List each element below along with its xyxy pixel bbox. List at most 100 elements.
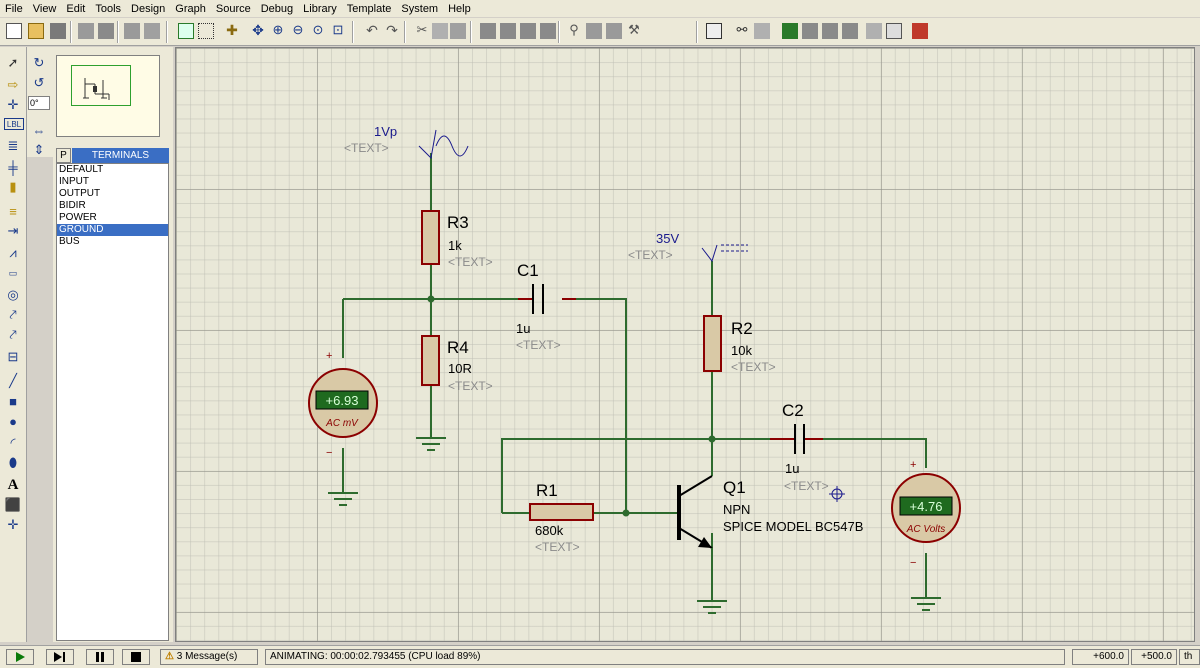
resistor-r2[interactable]: R2 10k <TEXT>	[703, 315, 776, 374]
refresh-icon[interactable]	[178, 23, 194, 39]
source-1vp[interactable]: 1Vp <TEXT>	[344, 124, 469, 160]
terminals-mode-icon[interactable]: ≡	[9, 203, 17, 219]
mirror-horizontal-icon[interactable]: ⇔	[32, 122, 46, 138]
box-icon[interactable]: ■	[9, 393, 17, 409]
wire-label-icon[interactable]: LBL	[4, 118, 24, 130]
terminal-item-power[interactable]: POWER	[59, 212, 97, 223]
virtual-instruments-icon[interactable]: ⊟	[7, 349, 19, 364]
ac-voltmeter[interactable]: +4.76 AC Volts + −	[891, 459, 961, 569]
netlist-icon[interactable]	[782, 23, 798, 39]
schematic-canvas[interactable]: 1Vp <TEXT> R3 1k <TEXT> R4 10R <TEXT> C1…	[175, 47, 1195, 642]
redo-icon[interactable]: ↷	[386, 22, 398, 38]
search-tag-icon[interactable]: ⚯	[736, 22, 748, 37]
new-sheet-icon[interactable]	[822, 23, 838, 39]
path-icon[interactable]: ⬮	[8, 455, 18, 470]
pause-button[interactable]	[86, 649, 114, 665]
packaging-icon[interactable]	[606, 23, 622, 39]
pick-devices-button[interactable]: P	[56, 148, 71, 163]
bus-icon[interactable]: ╪	[8, 159, 18, 175]
tape-recorder-icon[interactable]: ▭	[8, 267, 18, 278]
export-icon[interactable]	[98, 23, 114, 39]
text-icon[interactable]: A	[7, 476, 19, 493]
copy-icon[interactable]	[432, 23, 448, 39]
pick-device-icon[interactable]: ⚲	[569, 22, 579, 37]
resistor-r1[interactable]: R1 680k <TEXT>	[529, 481, 594, 554]
design-explorer-icon[interactable]	[802, 23, 818, 39]
rotate-anticlockwise-icon[interactable]: ↺	[33, 75, 45, 90]
electrical-rule-check-icon[interactable]	[886, 23, 902, 39]
terminal-item-bidir[interactable]: BIDIR	[59, 200, 86, 211]
selection-mode-icon[interactable]: ➚	[7, 55, 19, 70]
menu-library[interactable]: Library	[303, 2, 337, 15]
decompose-icon[interactable]: ⚒	[628, 22, 640, 37]
source-35v[interactable]: 35V <TEXT>	[628, 231, 748, 263]
new-file-icon[interactable]	[6, 23, 22, 39]
pan-icon[interactable]: ✥	[252, 22, 264, 38]
bill-of-materials-icon[interactable]	[866, 23, 882, 39]
messages-box[interactable]: ⚠ 3 Message(s)	[160, 649, 258, 665]
undo-icon[interactable]: ↶	[366, 22, 378, 38]
cut-icon[interactable]: ✂	[416, 22, 428, 37]
play-button[interactable]	[6, 649, 34, 665]
menu-graph[interactable]: Graph	[175, 2, 206, 15]
grid-icon[interactable]	[198, 23, 214, 39]
subcircuit-icon[interactable]: ▮	[9, 179, 17, 194]
menu-template[interactable]: Template	[346, 2, 392, 15]
block-rotate-icon[interactable]	[520, 23, 536, 39]
capacitor-c1[interactable]: C1 1u <TEXT>	[516, 261, 576, 352]
step-button[interactable]	[46, 649, 74, 665]
arc-icon[interactable]: ◜	[10, 435, 16, 450]
mirror-vertical-icon[interactable]: ⇕	[33, 142, 45, 157]
overview-viewport[interactable]	[71, 65, 131, 106]
save-icon[interactable]	[50, 23, 66, 39]
terminal-item-bus[interactable]: BUS	[59, 236, 80, 247]
block-move-icon[interactable]	[500, 23, 516, 39]
open-folder-icon[interactable]	[28, 23, 44, 39]
component-mode-icon[interactable]: ⇨	[7, 77, 19, 92]
zoom-in-icon[interactable]: ⊕	[272, 22, 284, 37]
paste-icon[interactable]	[450, 23, 466, 39]
wire-autorouter-icon[interactable]	[706, 23, 722, 39]
marker-icon[interactable]: ✛	[7, 517, 19, 532]
make-device-icon[interactable]	[586, 23, 602, 39]
capacitor-c2[interactable]: C2 1u <TEXT>	[770, 401, 829, 493]
menu-source[interactable]: Source	[215, 2, 251, 15]
circle-icon[interactable]: ●	[9, 413, 17, 429]
menu-debug[interactable]: Debug	[260, 2, 294, 15]
ares-icon[interactable]	[912, 23, 928, 39]
property-assign-icon[interactable]	[754, 23, 770, 39]
overview-window[interactable]	[56, 55, 160, 137]
rotate-clockwise-icon[interactable]: ↻	[33, 55, 45, 70]
rotation-angle-input[interactable]: 0°	[28, 96, 50, 110]
schematic-drawing[interactable]: 1Vp <TEXT> R3 1k <TEXT> R4 10R <TEXT> C1…	[176, 48, 1194, 641]
voltage-probe-icon[interactable]: ⤤	[9, 307, 17, 322]
generator-mode-icon[interactable]: ◎	[7, 287, 19, 302]
remove-sheet-icon[interactable]	[842, 23, 858, 39]
symbol-icon[interactable]: ⬛	[4, 497, 22, 512]
menu-edit[interactable]: Edit	[66, 2, 86, 15]
menu-design[interactable]: Design	[131, 2, 166, 15]
line-icon[interactable]: ╱	[9, 373, 17, 388]
menu-file[interactable]: File	[5, 2, 23, 15]
terminal-item-output[interactable]: OUTPUT	[59, 188, 101, 199]
junction-dot-icon[interactable]: ✛	[7, 97, 19, 112]
terminal-item-input[interactable]: INPUT	[59, 176, 89, 187]
menu-tools[interactable]: Tools	[95, 2, 122, 15]
stop-button[interactable]	[122, 649, 150, 665]
current-probe-icon[interactable]: ⤤	[9, 327, 17, 342]
terminal-item-default[interactable]: DEFAULT	[59, 164, 104, 175]
zoom-out-icon[interactable]: ⊖	[292, 22, 304, 37]
text-script-icon[interactable]: ≣	[7, 138, 19, 153]
block-delete-icon[interactable]	[540, 23, 556, 39]
print-icon[interactable]	[124, 23, 140, 39]
resistor-r3[interactable]: R3 1k <TEXT>	[421, 210, 493, 269]
menu-system[interactable]: System	[401, 2, 439, 15]
transistor-q1[interactable]: Q1 NPN SPICE MODEL BC547B	[677, 475, 863, 553]
resistor-r4[interactable]: R4 10R <TEXT>	[421, 335, 493, 393]
origin-icon[interactable]: ✚	[226, 22, 238, 38]
graph-mode-icon[interactable]: ⩘	[9, 245, 17, 260]
menu-help[interactable]: Help	[448, 2, 471, 15]
device-pins-icon[interactable]: ⇥	[7, 223, 19, 238]
terminal-item-ground[interactable]: GROUND	[57, 224, 168, 236]
menu-view[interactable]: View	[32, 2, 57, 15]
